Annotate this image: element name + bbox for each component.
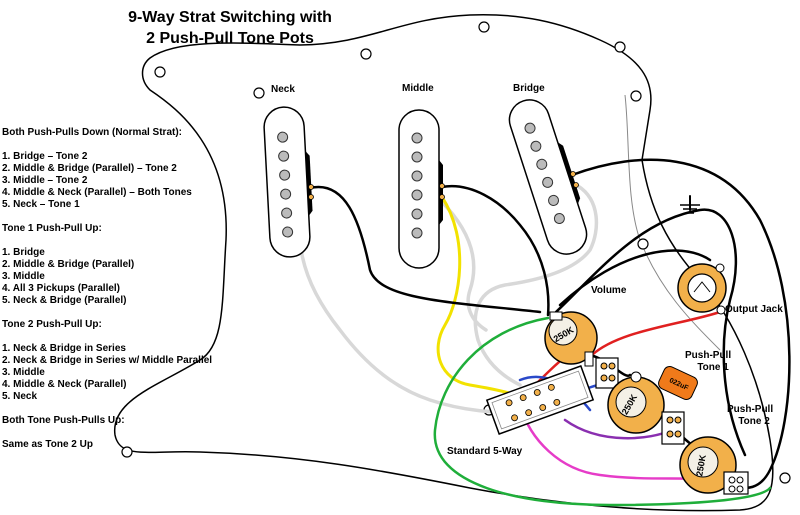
- legend-tone2-item: 5. Neck: [2, 391, 38, 402]
- screw-hole: [614, 41, 626, 53]
- legend-tone1-header: Tone 1 Push-Pull Up:: [2, 223, 102, 234]
- legend-tone1-item: 5. Neck & Bridge (Parallel): [2, 295, 127, 306]
- wire-yellow: [436, 195, 532, 402]
- screw-hole: [478, 21, 490, 33]
- legend-tone2-item: 4. Middle & Neck (Parallel): [2, 379, 127, 390]
- wire-black-middle: [440, 184, 550, 317]
- legend-tone2-item: 2. Neck & Bridge in Series w/ Middle Par…: [2, 355, 213, 366]
- legend-tone2-header: Tone 2 Push-Pull Up:: [2, 319, 102, 330]
- volume-pot: [544, 311, 598, 367]
- wire-black-ground-long: [554, 208, 747, 457]
- pickup-lead-dots: [308, 171, 579, 200]
- legend-down-header: Both Push-Pulls Down (Normal Strat):: [2, 127, 182, 138]
- output-jack-label: Output Jack: [725, 304, 783, 315]
- legend-down-item: 1. Bridge – Tone 2: [2, 151, 88, 162]
- ground-icon: [680, 204, 700, 214]
- legend-both-text: Same as Tone 2 Up: [2, 439, 93, 450]
- wire-white-middle: [438, 198, 488, 332]
- legend-tone2-item: 3. Middle: [2, 367, 45, 378]
- legend-down-item: 2. Middle & Bridge (Parallel) – Tone 2: [2, 163, 177, 174]
- diagram-title: 9-Way Strat Switching with 2 Push-Pull T…: [95, 7, 365, 49]
- legend-down-item: 3. Middle – Tone 2: [2, 175, 88, 186]
- wire-black-bridge: [570, 158, 791, 489]
- screw-hole: [154, 66, 166, 78]
- screw-hole: [121, 446, 133, 458]
- wire-green: [433, 316, 772, 507]
- wire-black-jack: [558, 249, 712, 307]
- tone1-label-line1: Push-Pull: [685, 350, 732, 361]
- tone2-label: Push-Pull Tone 2: [727, 404, 773, 428]
- middle-label: Middle: [402, 83, 434, 94]
- screw-hole: [360, 48, 372, 60]
- tone1-pot: [595, 357, 665, 434]
- screw-hole: [779, 472, 791, 484]
- legend-both-header: Both Tone Push-Pulls Up:: [2, 415, 125, 426]
- switching-legend: Both Push-Pulls Down (Normal Strat): 1. …: [2, 127, 212, 451]
- capacitor: [658, 365, 698, 401]
- switch-label: Standard 5-Way: [447, 446, 523, 457]
- legend-tone1-item: 1. Bridge: [2, 247, 45, 258]
- title-line-2: 2 Push-Pull Tone Pots: [146, 30, 314, 47]
- volume-label: Volume: [591, 285, 627, 296]
- bridge-label: Bridge: [513, 83, 545, 94]
- tone2-label-line1: Push-Pull: [727, 404, 774, 415]
- tone1-label-line2: Tone 1: [697, 362, 729, 373]
- tone2-pot: [661, 411, 749, 495]
- tone2-pot-value: 250K: [694, 454, 708, 477]
- legend-down-item: 4. Middle & Neck (Parallel) – Both Tones: [2, 187, 192, 198]
- pickup-bridge: [508, 99, 588, 255]
- wire-black-neck: [308, 185, 542, 314]
- title-line-1: 9-Way Strat Switching with: [128, 9, 332, 26]
- screw-hole: [253, 87, 265, 99]
- output-jack: [677, 263, 727, 315]
- legend-tone2-item: 1. Neck & Bridge in Series: [2, 343, 126, 354]
- screw-hole: [630, 90, 642, 102]
- legend-tone1-item: 3. Middle: [2, 271, 45, 282]
- five-way-switch: [485, 365, 595, 435]
- neck-label: Neck: [271, 84, 295, 95]
- screw-hole: [637, 238, 649, 250]
- wire-white-bridge: [473, 184, 599, 387]
- legend-tone1-item: 4. All 3 Pickups (Parallel): [2, 283, 121, 294]
- tone2-label-line2: Tone 2: [738, 416, 770, 427]
- legend-down-item: 5. Neck – Tone 1: [2, 199, 80, 210]
- tone1-label: Push-Pull Tone 1: [685, 350, 731, 374]
- legend-tone1-item: 2. Middle & Bridge (Parallel): [2, 259, 135, 270]
- pickup-middle: [398, 109, 443, 269]
